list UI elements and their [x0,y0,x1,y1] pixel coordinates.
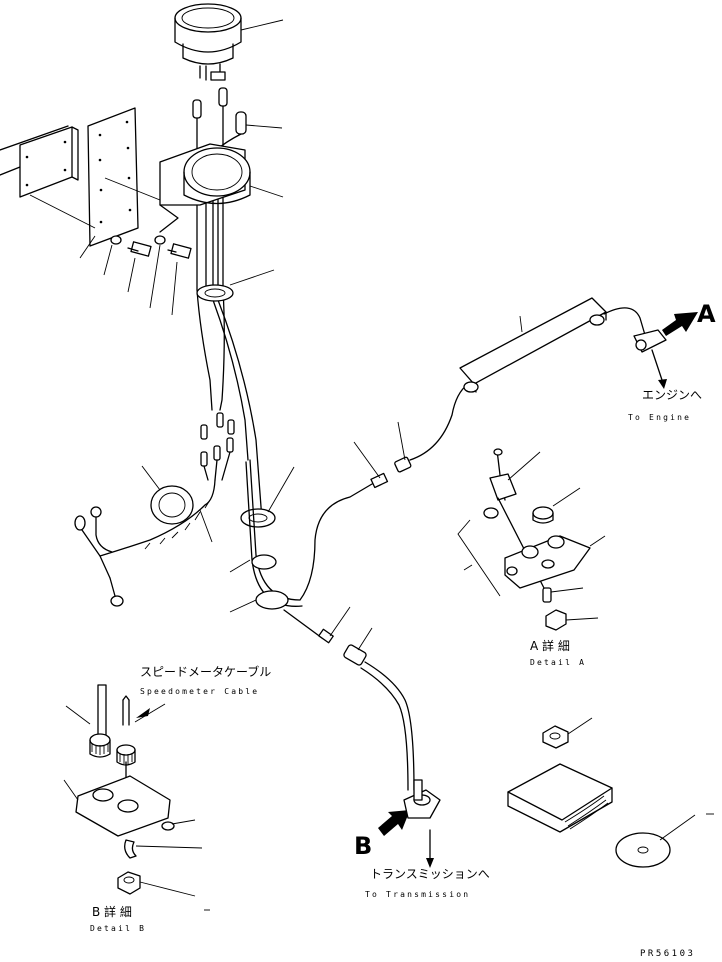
to-transmission-arrow [426,829,434,868]
to-engine-arrow [651,349,667,389]
speedometer-gauge [174,3,284,81]
detail-a-assembly [457,448,606,631]
speedometer-cable-label-en: Speedometer Cable [140,687,260,696]
transmission-cable [343,627,441,819]
callout-arrow-a [662,312,698,336]
drawing-code: PR56103 [640,949,696,959]
detail-b-label-en: Detail B [90,924,147,933]
nut-lower-right [542,717,593,749]
mounting-bracket [159,143,284,233]
detail-a-label-en: Detail A [530,658,587,667]
engine-protector [459,297,667,393]
callout-b-label: B [354,832,373,860]
callout-arrow-b [378,810,410,836]
to-engine-label-en: To Engine [628,413,692,422]
bolts-washers [79,235,192,316]
to-engine-label-jp: エンジンへ [642,388,703,402]
detail-b-assembly [63,684,210,911]
to-transmission-label-jp: トランスミッションへ [370,867,490,881]
gauge-connectors [192,87,283,135]
speedometer-cable-label-jp: スピードメータケーブル [140,665,272,679]
to-transmission-label-en: To Transmission [365,890,471,899]
grommet-and-wires [74,465,216,607]
compact-disc [615,813,714,868]
wall-panels [0,107,161,247]
harness-connectors [200,412,235,481]
speedometer-cable [229,383,469,644]
callout-a-label: A [697,300,716,328]
detail-a-label-jp: A 詳 細 [530,639,570,653]
manual-book [507,763,613,833]
detail-b-label-jp: B 詳 細 [92,905,132,919]
